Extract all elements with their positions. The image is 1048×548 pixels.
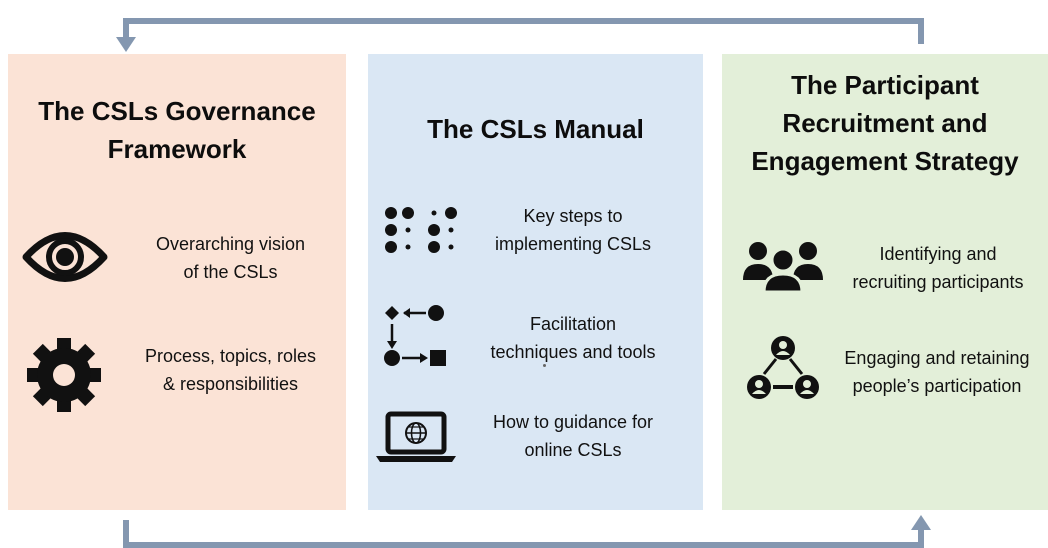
people-group-icon: [743, 242, 823, 292]
dot-grid-icon: [385, 207, 457, 253]
participant-strategy-title: The Participant Recruitment and Engageme…: [751, 70, 1019, 176]
gear-icon: [27, 338, 101, 412]
vision-label: Overarching vision of the CSLs: [155, 234, 306, 282]
recruiting-label: Identifying and recruiting participants: [852, 244, 1024, 292]
laptop-globe-icon: [376, 411, 456, 462]
online-guidance-label: How to guidance for online CSLs: [492, 412, 654, 460]
governance-framework-panel: The CSLs Governance Framework Overarchin…: [8, 54, 346, 510]
process-label: Process, topics, roles & responsibilitie…: [144, 346, 317, 394]
participant-strategy-panel: The Participant Recruitment and Engageme…: [722, 54, 1048, 510]
key-steps-label: Key steps to implementing CSLs: [494, 206, 652, 254]
eye-icon: [22, 232, 108, 282]
facilitation-label: Facilitation techniques and tools: [490, 314, 656, 362]
network-people-icon: [747, 336, 819, 399]
bottom-forward-arrow: [123, 515, 931, 548]
stray-dot: [543, 364, 546, 367]
top-return-arrow: [116, 18, 924, 52]
csls-manual-title: The CSLs Manual: [427, 114, 644, 144]
governance-framework-title: The CSLs Governance Framework: [38, 96, 316, 164]
csls-manual-panel: The CSLs Manual Key steps to implementin…: [368, 54, 703, 510]
flow-chart-icon: [384, 305, 446, 366]
engaging-label: Engaging and retaining people’s particip…: [844, 348, 1030, 396]
